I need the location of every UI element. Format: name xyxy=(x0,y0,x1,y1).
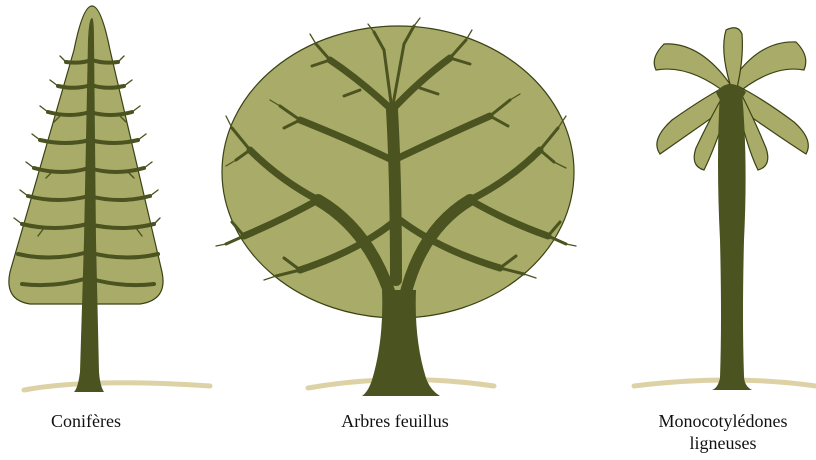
caption-woody-monocots: Monocotylédones ligneuses xyxy=(630,410,816,454)
caption-conifers: Conifères xyxy=(0,410,172,432)
caption-woody-monocots-line1: Monocotylédones xyxy=(630,410,816,432)
deciduous-tree-icon xyxy=(216,18,576,396)
caption-woody-monocots-line2: ligneuses xyxy=(630,432,816,454)
conifer-ground-line xyxy=(24,383,210,390)
conifer-tree-icon xyxy=(9,6,210,392)
palm-tree-icon xyxy=(634,28,816,390)
caption-broadleaf-trees: Arbres feuillus xyxy=(290,410,500,432)
